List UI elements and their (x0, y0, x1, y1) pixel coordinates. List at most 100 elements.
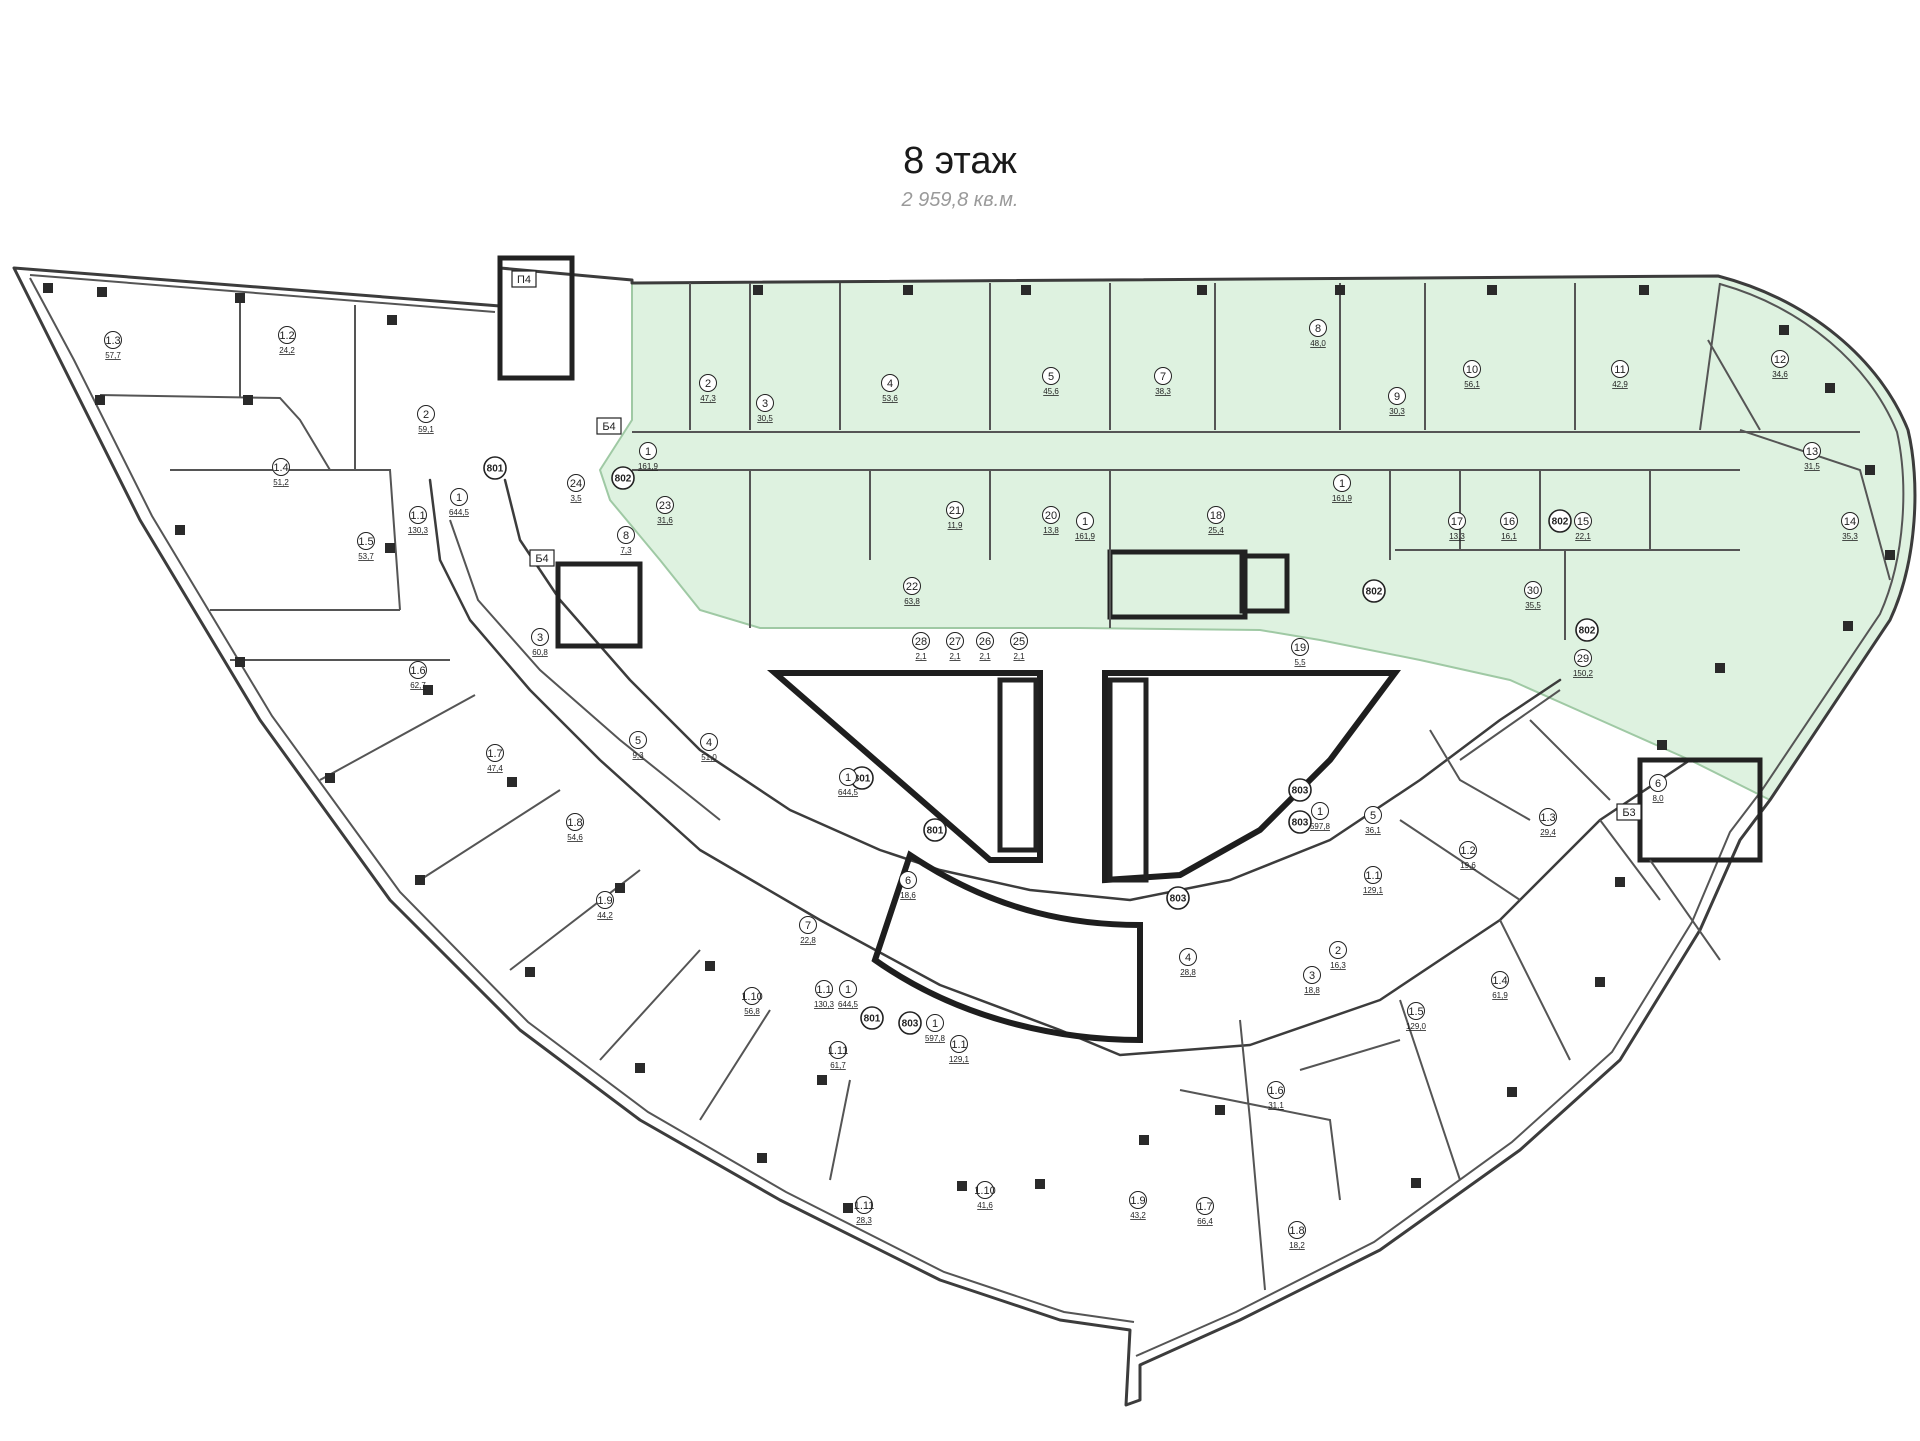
room-area: 66,4 (1197, 1217, 1213, 1226)
column (243, 395, 253, 405)
column (635, 1063, 645, 1073)
column (615, 883, 625, 893)
room-number-circle (1333, 474, 1351, 492)
room-number-circle (357, 532, 375, 550)
unit-tag-circle (923, 818, 947, 842)
column (387, 315, 397, 325)
column (415, 875, 425, 885)
column (1197, 285, 1207, 295)
room-area: 161,9 (638, 462, 659, 471)
unit-tag-text: 801 (864, 1014, 881, 1025)
column (95, 395, 105, 405)
room-label-unit-802: 282,1 (912, 632, 930, 661)
room-number-circle (1129, 1191, 1147, 1209)
column (1335, 285, 1345, 295)
room-number-circle (617, 526, 635, 544)
room-number-circle (799, 916, 817, 934)
room-number: 1.9 (1130, 1195, 1145, 1207)
room-number-circle (1311, 802, 1329, 820)
room-number-circle (976, 1181, 994, 1199)
unit-tag: 802 (1548, 509, 1572, 533)
room-area: 45,6 (1043, 387, 1059, 396)
room-number-circle (1010, 632, 1028, 650)
room-number-circle (1459, 841, 1477, 859)
room-number: 5 (635, 735, 641, 747)
room-number-circle (815, 980, 833, 998)
room-area: 22,8 (800, 936, 816, 945)
room-area: 129,0 (1406, 1022, 1427, 1031)
room-area: 53,6 (882, 394, 898, 403)
unit-tag-text: 802 (1579, 626, 1596, 637)
room-number-circle (278, 326, 296, 344)
room-area: 644,5 (449, 508, 470, 517)
stair-tag-box (596, 417, 622, 435)
building-outline (12, 266, 1917, 1407)
room-number: 24 (570, 478, 582, 490)
room-area: 44,2 (597, 911, 613, 920)
room-label-unit-801: 1.553,7 (357, 532, 375, 561)
unit-tag-circle (483, 456, 507, 480)
room-number: 4 (1185, 952, 1191, 964)
room-number: 1.1 (816, 984, 831, 996)
room-label-unit-801: 451,0 (700, 733, 718, 762)
room-label-unit-801: 1.357,7 (104, 331, 122, 360)
stair-tag-text: П4 (517, 274, 531, 286)
room-label-unit-801: 360,8 (531, 628, 549, 657)
room-number: 1 (845, 772, 851, 784)
room-number-circle (1196, 1197, 1214, 1215)
room-area: 34,6 (1772, 370, 1788, 379)
room-label-unit-801: 1.747,4 (486, 744, 504, 773)
room-number-circle (976, 632, 994, 650)
column (325, 773, 335, 783)
elevator-shaft-east (1107, 677, 1149, 883)
room-number: 1.9 (597, 895, 612, 907)
room-number: 22 (906, 581, 918, 593)
room-number: 1.2 (1460, 845, 1475, 857)
room-number: 12 (1774, 354, 1786, 366)
room-number-circle (1042, 506, 1060, 524)
room-number: 19 (1294, 642, 1306, 654)
room-number-circle (656, 496, 674, 514)
room-label-unit-802: 87,3 (617, 526, 635, 555)
stair-tag-text: Б4 (535, 553, 548, 565)
room-number-circle (1388, 387, 1406, 405)
unit-tag-circle (611, 466, 635, 490)
room-number-circle (1407, 1002, 1425, 1020)
room-number: 17 (1451, 516, 1463, 528)
column (1595, 977, 1605, 987)
room-area: 129,1 (1363, 886, 1384, 895)
room-number: 8 (623, 530, 629, 542)
room-number-circle (1329, 941, 1347, 959)
room-number-circle (417, 405, 435, 423)
unit-tag-text: 802 (615, 474, 632, 485)
room-number-circle (1076, 512, 1094, 530)
room-number-circle (700, 733, 718, 751)
room-number: 1.11 (828, 1045, 849, 1057)
room-number: 23 (659, 500, 671, 512)
room-label-unit-802: 330,5 (756, 394, 774, 423)
unit-tag-text: 802 (1552, 517, 1569, 528)
column (817, 1075, 827, 1085)
room-area: 57,7 (105, 351, 121, 360)
room-area: 150,2 (1573, 669, 1594, 678)
room-number-circle (926, 1014, 944, 1032)
room-area: 56,8 (744, 1007, 760, 1016)
stair-tag-box (529, 549, 555, 567)
column (1021, 285, 1031, 295)
room-label-unit-802: 243,5 (567, 474, 585, 503)
room-area: 13,8 (1043, 526, 1059, 535)
room-number: 26 (979, 636, 991, 648)
room-label-unit-803: 1.943,2 (1129, 1191, 1147, 1220)
column (175, 525, 185, 535)
room-number-circle (950, 1035, 968, 1053)
room-number-circle (855, 1196, 873, 1214)
room-number: 1.5 (358, 536, 373, 548)
room-area: 61,7 (830, 1061, 846, 1070)
column (1865, 465, 1875, 475)
room-number: 7 (1160, 371, 1166, 383)
